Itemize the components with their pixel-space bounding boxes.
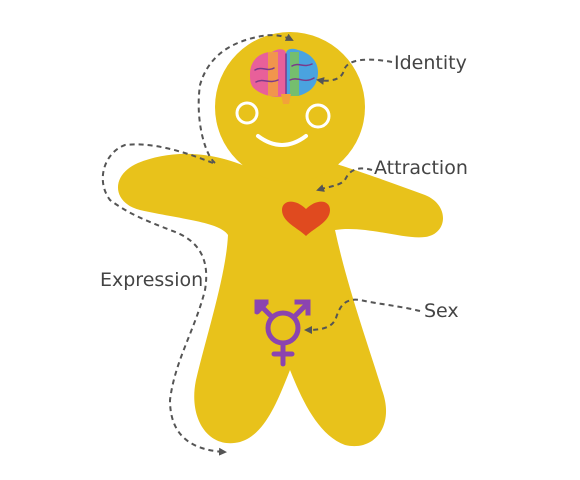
face bbox=[235, 101, 331, 147]
sex-label: Sex bbox=[424, 300, 459, 322]
identity-label: Identity bbox=[394, 52, 467, 74]
transgender-symbol-icon bbox=[254, 299, 311, 367]
connectors bbox=[101, 33, 421, 456]
sex-connector bbox=[304, 298, 421, 334]
left-eye bbox=[235, 101, 259, 125]
expression-outline bbox=[197, 33, 294, 164]
right-eye bbox=[305, 103, 331, 129]
expression-label: Expression bbox=[100, 269, 203, 291]
attraction-label: Attraction bbox=[374, 157, 468, 179]
identity-connector bbox=[316, 58, 393, 85]
heart-icon bbox=[282, 201, 330, 236]
attraction-connector bbox=[316, 167, 373, 192]
brain-icon bbox=[250, 48, 318, 104]
smile bbox=[256, 134, 308, 147]
